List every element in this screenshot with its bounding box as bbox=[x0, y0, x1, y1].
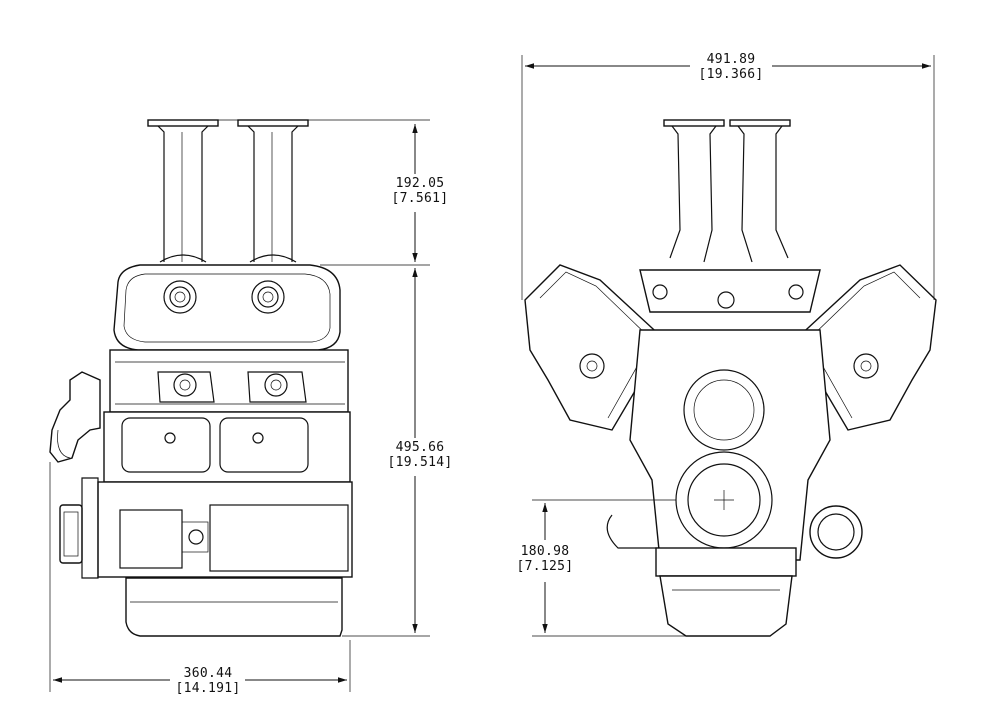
front-intake-stacks bbox=[663, 119, 791, 263]
front-left-bank bbox=[524, 264, 666, 431]
length-mm: 360.44 bbox=[183, 666, 233, 681]
total-height-mm: 495.66 bbox=[395, 440, 445, 455]
dim-line-width bbox=[521, 55, 935, 300]
dim-line-length bbox=[49, 462, 351, 692]
crank-height-label: 180.98 [7.125] bbox=[512, 544, 578, 574]
stack-height-label: 192.05 [7.561] bbox=[388, 176, 452, 206]
side-cylinder-head bbox=[109, 349, 349, 413]
side-intake-stacks bbox=[147, 119, 309, 263]
stack-height-mm: 192.05 bbox=[395, 176, 445, 191]
length-label: 360.44 [14.191] bbox=[172, 666, 244, 696]
dim-line-stack-height bbox=[218, 119, 430, 266]
front-timing-cover bbox=[606, 329, 863, 561]
dim-line-crank-height bbox=[532, 499, 686, 637]
engine-side-view bbox=[49, 119, 353, 637]
length-in: [14.191] bbox=[175, 681, 241, 696]
engine-front-view bbox=[524, 119, 937, 637]
side-plenum bbox=[113, 264, 341, 351]
dim-line-total-height bbox=[342, 268, 430, 637]
side-accessories bbox=[49, 371, 101, 579]
side-oil-pan bbox=[125, 577, 343, 637]
total-height-in: [19.514] bbox=[387, 455, 453, 470]
front-oil-pan bbox=[655, 547, 797, 637]
width-label: 491.89 [19.366] bbox=[692, 52, 770, 82]
crank-height-in: [7.125] bbox=[516, 559, 574, 574]
front-intake-manifold bbox=[639, 269, 821, 313]
side-engine-block bbox=[97, 411, 353, 578]
width-mm: 491.89 bbox=[706, 52, 756, 67]
width-in: [19.366] bbox=[698, 67, 764, 82]
total-height-label: 495.66 [19.514] bbox=[384, 440, 456, 470]
stack-height-in: [7.561] bbox=[391, 191, 449, 206]
crank-height-mm: 180.98 bbox=[520, 544, 570, 559]
